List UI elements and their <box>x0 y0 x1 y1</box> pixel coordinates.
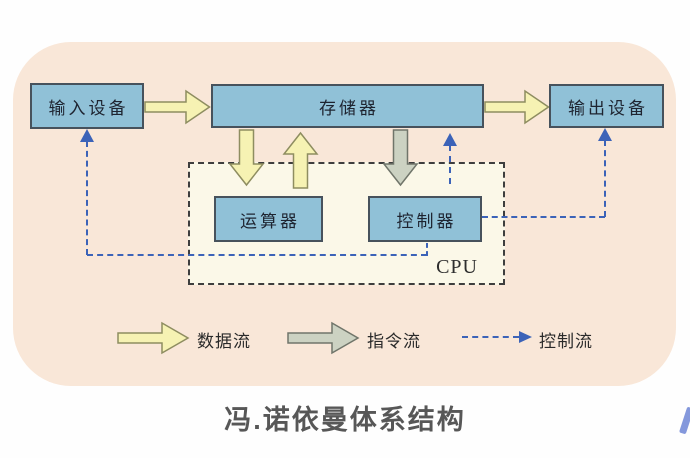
data-flow-arrow-alu-to-memory-icon <box>282 131 319 189</box>
legend-control-flow-label: 控制流 <box>539 332 593 351</box>
output-device-box: 输出设备 <box>549 84 664 128</box>
control-flow-arrowhead-input-icon <box>80 129 94 142</box>
control-flow-line-to-input <box>86 141 88 255</box>
control-flow-line-cu-to-left <box>87 254 427 256</box>
memory-box: 存储器 <box>211 84 484 128</box>
control-flow-arrowhead-memory-icon <box>443 133 457 146</box>
data-flow-arrow-memory-to-output-icon <box>484 89 550 125</box>
legend-data-flow-arrow-icon <box>117 321 190 355</box>
alu-box: 运算器 <box>214 196 323 242</box>
cpu-label: CPU <box>436 256 478 278</box>
control-flow-line-cpu-to-memory <box>449 145 451 184</box>
data-flow-arrow-input-to-memory-icon <box>144 89 211 125</box>
instruction-flow-arrow-memory-to-cu-icon <box>382 129 419 187</box>
control-flow-line-cu-to-right <box>482 216 605 218</box>
legend-control-flow-arrowhead-icon <box>519 331 532 343</box>
legend-data-flow-label: 数据流 <box>197 332 251 351</box>
control-flow-line-cu-down <box>426 243 428 256</box>
output-device-label: 输出设备 <box>568 98 648 118</box>
control-flow-line-to-output <box>604 140 606 217</box>
legend-instruction-flow-arrow-icon <box>287 321 360 355</box>
input-device-box: 输入设备 <box>30 83 144 129</box>
legend-instruction-flow-label: 指令流 <box>367 332 421 351</box>
control-unit-label: 控制器 <box>396 211 457 231</box>
alu-label: 运算器 <box>240 211 300 231</box>
page-title: 冯.诺依曼体系结构 <box>224 405 466 435</box>
memory-label: 存储器 <box>319 98 379 118</box>
data-flow-arrow-memory-to-alu-icon <box>228 129 265 187</box>
legend-control-flow-dash-icon <box>462 336 519 338</box>
control-flow-arrowhead-output-icon <box>598 128 612 141</box>
control-unit-box: 控制器 <box>368 196 482 242</box>
input-device-label: 输入设备 <box>48 98 129 118</box>
